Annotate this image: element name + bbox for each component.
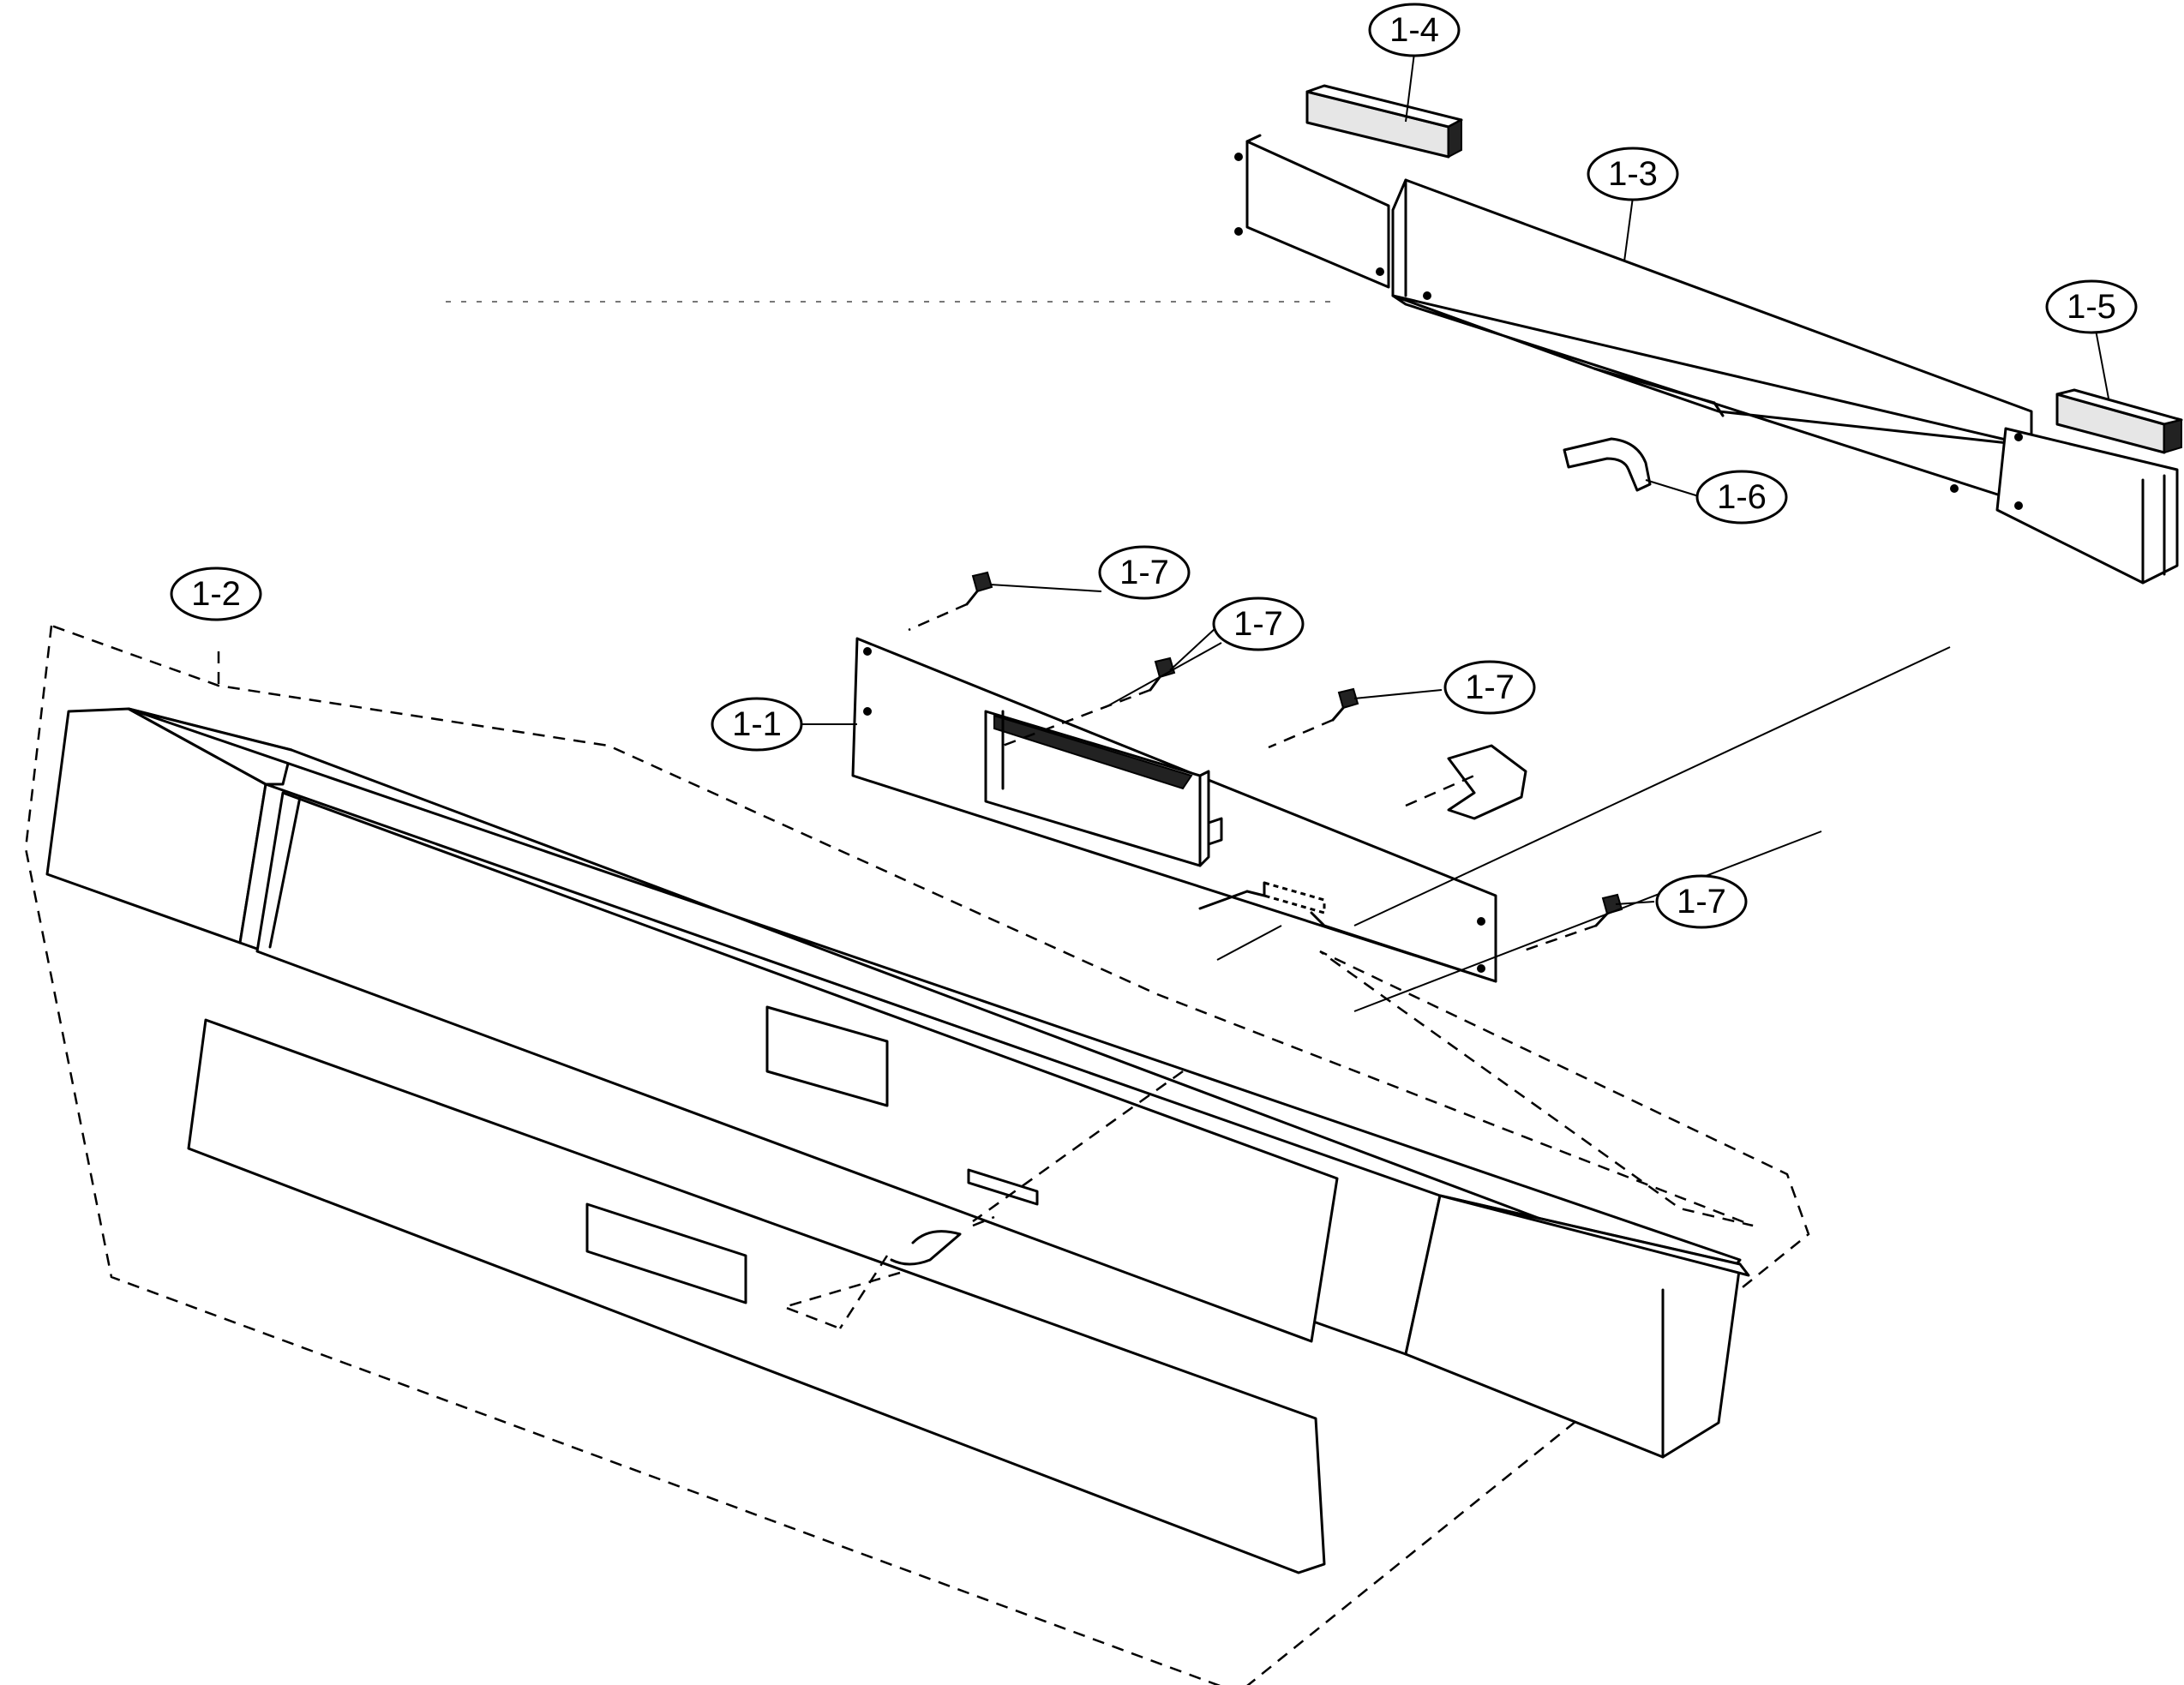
- svg-text:1-3: 1-3: [1608, 155, 1658, 193]
- callout-1-7-b: 1-7: [1212, 597, 1305, 651]
- svg-text:1-7: 1-7: [1465, 669, 1515, 706]
- callout-1-1: 1-1: [711, 697, 803, 752]
- svg-text:1-6: 1-6: [1717, 478, 1767, 516]
- part-control-panel-1-2: [45, 707, 1750, 1459]
- screw-1-7-d: [1594, 893, 1623, 927]
- callout-1-5: 1-5: [2045, 279, 2138, 334]
- screw-1-7-c: [1331, 687, 1359, 722]
- svg-text:1-1: 1-1: [732, 705, 782, 743]
- callout-1-4: 1-4: [1368, 3, 1461, 57]
- callout-1-7-d: 1-7: [1655, 874, 1748, 929]
- svg-text:1-5: 1-5: [2067, 288, 2116, 326]
- callout-1-6: 1-6: [1695, 470, 1788, 525]
- screw-1-7-a: [965, 571, 993, 606]
- svg-text:1-4: 1-4: [1389, 11, 1439, 49]
- part-foam-block-1-5: [2055, 388, 2183, 454]
- part-pcb-1-1: [851, 637, 1527, 983]
- callout-1-3: 1-3: [1587, 147, 1679, 201]
- svg-text:1-7: 1-7: [1119, 554, 1169, 591]
- leader-lines: [801, 52, 2109, 905]
- callout-1-7-a: 1-7: [1098, 545, 1191, 600]
- callout-1-7-c: 1-7: [1443, 660, 1536, 715]
- callout-1-2: 1-2: [170, 567, 262, 621]
- assembly-boundary-1-2: [24, 624, 1810, 1685]
- screw-1-7-b: [1149, 657, 1176, 692]
- part-bracket-1-3: [1234, 134, 2179, 585]
- svg-text:1-2: 1-2: [191, 575, 241, 613]
- svg-text:1-7: 1-7: [1233, 605, 1283, 643]
- svg-text:1-7: 1-7: [1677, 883, 1726, 920]
- part-harness-1-6: [1563, 437, 1652, 492]
- part-foam-block-1-4: [1305, 84, 1463, 159]
- part-overlay-panel: [187, 1018, 1326, 1574]
